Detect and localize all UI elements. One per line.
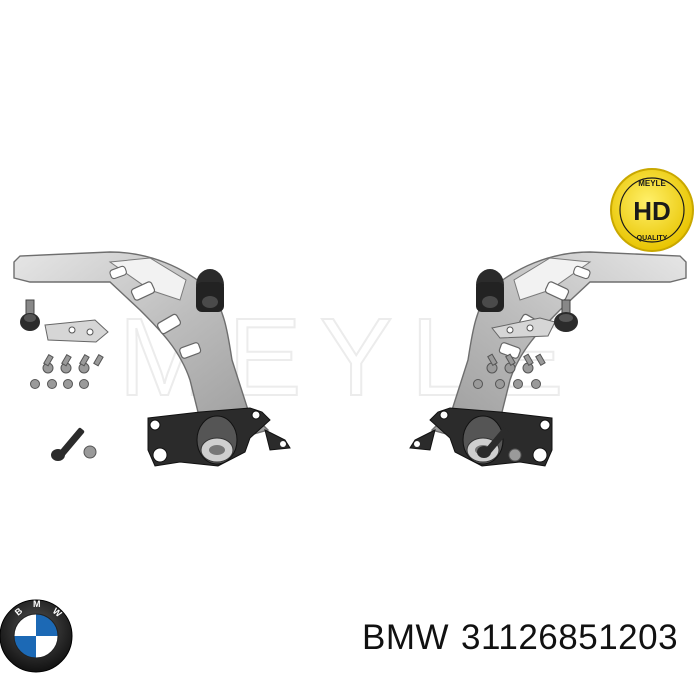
badge-top-text: MEYLE (638, 179, 666, 188)
left-long-bolt (51, 427, 97, 461)
left-ball-joint (20, 299, 109, 343)
left-control-arm (13, 251, 291, 467)
part-number: 31126851203 (461, 618, 679, 657)
right-long-bolt (477, 427, 522, 462)
left-bolt-set (30, 353, 104, 389)
svg-text:B: B (13, 605, 25, 617)
meyle-hd-quality-badge: MEYLE HD QUALITY (610, 168, 694, 252)
badge-center-text: HD (633, 196, 671, 226)
svg-text:M: M (33, 599, 41, 609)
product-caption: BMW 31126851203 (362, 618, 690, 658)
right-bolt-set (473, 353, 546, 389)
right-control-arm (409, 251, 687, 467)
bmw-roundel-icon: B M W (0, 599, 73, 673)
brand-name: BMW (362, 618, 450, 657)
badge-bottom-text: QUALITY (637, 235, 668, 242)
right-ball-joint (491, 299, 578, 339)
